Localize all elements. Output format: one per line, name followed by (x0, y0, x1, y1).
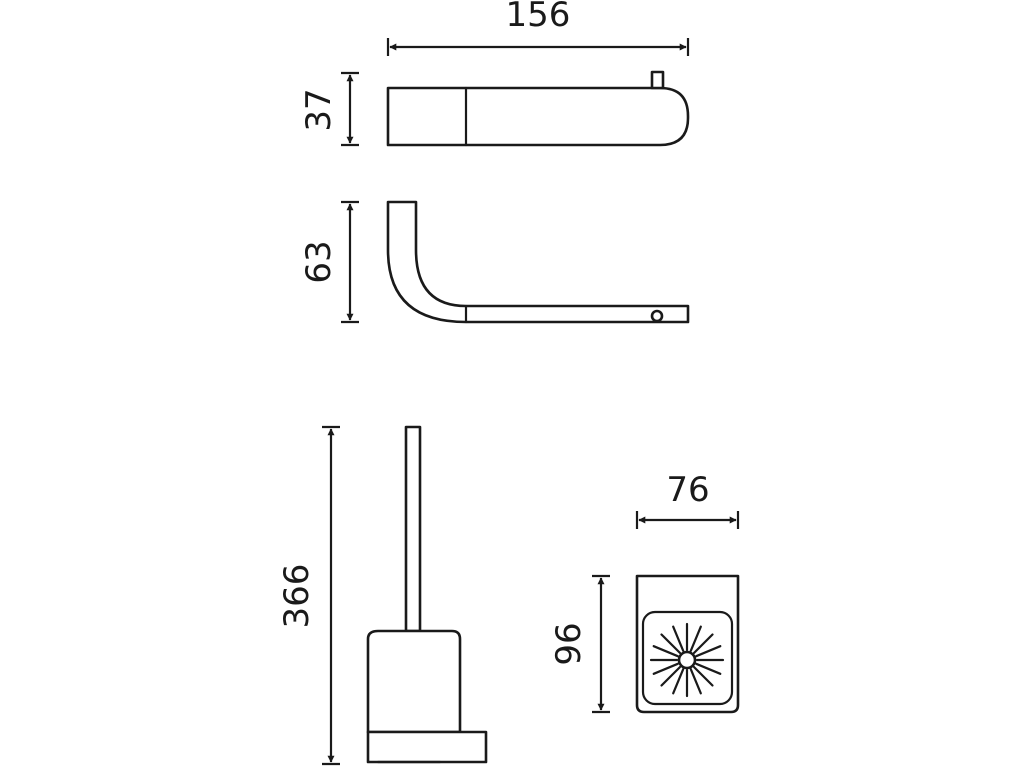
paper-holder-top-view (386, 70, 690, 147)
bristle-line (660, 633, 682, 655)
bristle-line (689, 625, 702, 652)
bristle-line (689, 668, 702, 695)
dimension-cup-height: 96 (549, 574, 610, 714)
bristle-line (692, 633, 714, 655)
dimension-holder-width: 156 (386, 0, 690, 56)
bristle-line (672, 668, 685, 695)
bristle-line (672, 625, 685, 652)
dim-label-366: 366 (277, 564, 317, 629)
dim-label-76: 76 (666, 470, 709, 510)
dimension-cup-width: 76 (635, 470, 740, 529)
bristle-line (695, 645, 722, 658)
bristle-line (652, 662, 679, 675)
toilet-brush-side-view (366, 425, 488, 764)
bristle-line (652, 645, 679, 658)
bristle-star (649, 622, 725, 698)
dim-label-63: 63 (299, 240, 339, 283)
paper-holder-side-view (386, 200, 690, 324)
bristle-line (660, 665, 682, 687)
dimension-holder-side-height: 63 (299, 200, 359, 324)
dimension-brush-height: 366 (277, 425, 340, 766)
bristle-line (692, 665, 714, 687)
dim-label-156: 156 (506, 0, 571, 35)
dimension-holder-top-height: 37 (299, 71, 359, 147)
brush-cup-top-view (635, 574, 740, 714)
dim-label-37: 37 (299, 88, 339, 131)
dim-label-96: 96 (549, 622, 589, 665)
bristle-line (695, 662, 722, 675)
